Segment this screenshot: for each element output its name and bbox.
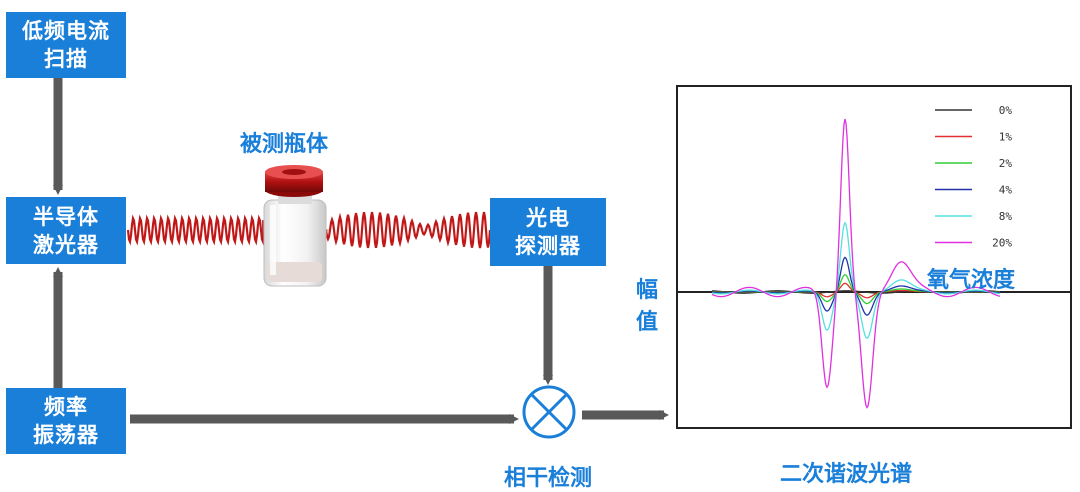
amplitude-label-top: 幅 — [636, 278, 659, 303]
scan-current-line1: 低频电流 — [22, 19, 110, 43]
laser-box: 半导体 激光器 — [6, 197, 126, 264]
legend-label-3: 4% — [999, 184, 1013, 197]
second-harmonic-spectrum-label: 二次谐波光谱 — [780, 462, 913, 487]
oscillator-line2: 振荡器 — [33, 423, 99, 447]
legend-label-5: 20% — [992, 237, 1012, 250]
mixer-icon — [522, 385, 576, 439]
spectrum-series-5 — [711, 118, 1001, 409]
scan-current-line2: 扫描 — [44, 47, 88, 71]
laser-line2: 激光器 — [33, 232, 99, 257]
laser-wave-left — [126, 214, 270, 246]
spectrum-chart-frame — [676, 85, 1072, 429]
spectrum-curves — [711, 118, 1001, 409]
legend-label-2: 2% — [999, 157, 1013, 170]
scan-current-box: 低频电流 扫描 — [6, 12, 126, 78]
vial-icon — [263, 165, 327, 287]
oscillator-box: 频率 振荡器 — [6, 388, 126, 454]
photodetector-line1: 光电 — [526, 206, 570, 230]
laser-line1: 半导体 — [33, 204, 99, 229]
photodetector-line2: 探测器 — [515, 234, 581, 258]
vial-label: 被测瓶体 — [240, 132, 329, 157]
laser-wave-right — [324, 211, 492, 249]
legend-label-1: 1% — [999, 131, 1013, 144]
spectrum-legend: 0% 1% 2% 4% 8% 20% — [935, 104, 1012, 250]
oxygen-concentration-label: 氧气浓度 — [927, 268, 1016, 293]
amplitude-label-bottom: 值 — [636, 310, 659, 335]
photodetector-box: 光电 探测器 — [490, 198, 606, 266]
legend-label-0: 0% — [999, 104, 1013, 117]
oscillator-line1: 频率 — [44, 395, 88, 419]
legend-label-4: 8% — [999, 210, 1013, 223]
coherent-detection-label: 相干检测 — [504, 466, 593, 491]
